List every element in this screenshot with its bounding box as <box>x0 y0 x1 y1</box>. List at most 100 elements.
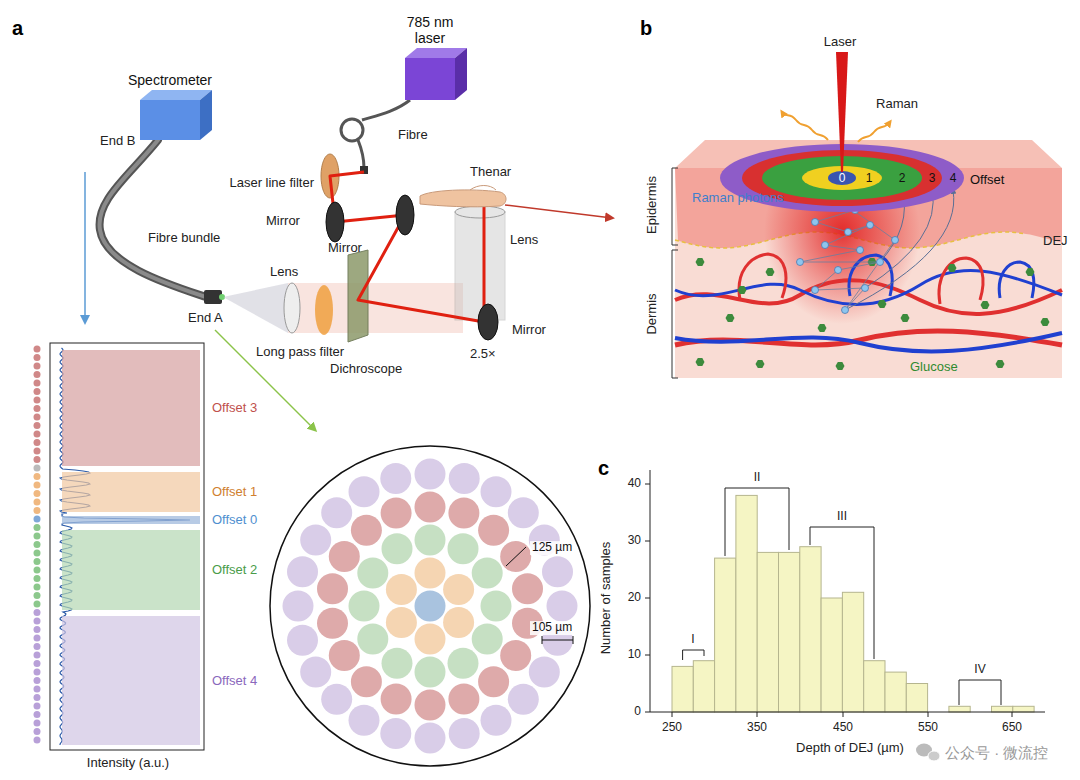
dimension-ticks <box>542 636 573 644</box>
axis-tick: 350 <box>747 721 767 735</box>
photon-path <box>845 288 865 310</box>
photon-path <box>825 225 870 245</box>
glucose-molecule <box>981 301 990 309</box>
optical-fibre <box>381 498 412 529</box>
raman-photon <box>797 259 804 266</box>
optical-fibre <box>481 476 512 507</box>
raman-wave <box>782 112 828 140</box>
fibre-dot <box>34 465 41 472</box>
axis-tick: 450 <box>833 721 853 735</box>
optical-fibre <box>357 558 388 589</box>
optical-fibre <box>415 690 446 721</box>
optical-fibre <box>449 463 480 494</box>
fibre-dot <box>34 660 41 667</box>
fibre-dot <box>34 456 41 463</box>
group-bracket <box>683 650 704 660</box>
glucose-molecule <box>696 258 705 266</box>
fibre-dot <box>34 694 41 701</box>
group-bracket <box>725 488 789 556</box>
optical-fibre <box>478 515 509 546</box>
optical-fibre <box>415 459 446 490</box>
optical-fibre <box>415 492 446 523</box>
offset-band: Offset 3 <box>62 350 200 466</box>
layer-label: DEJ <box>1043 234 1068 249</box>
optical-fibre <box>448 533 479 564</box>
optical-fibre <box>300 657 331 688</box>
fibre-dot <box>34 346 41 353</box>
fibre-dot <box>34 431 41 438</box>
watermark-icon <box>928 751 940 761</box>
histogram-bar <box>757 552 778 712</box>
pointer-arrow <box>84 172 86 322</box>
optical-fibre <box>351 666 382 697</box>
optical-fibre <box>478 666 509 697</box>
fibre-dot <box>34 414 41 421</box>
blood-vessel <box>675 333 1062 351</box>
node-heading: Spectrometer <box>128 72 212 88</box>
optical-fibre <box>448 648 479 679</box>
fibre-dot <box>34 728 41 735</box>
axis-tick: 650 <box>1002 721 1022 735</box>
glucose-molecule <box>996 360 1005 368</box>
optical-fibre <box>415 558 446 589</box>
part-label: Fibre bundle <box>148 231 220 246</box>
x-ticks <box>672 712 1012 717</box>
fibre-dot <box>34 482 41 489</box>
fibre-dot <box>34 507 41 514</box>
group-label: I <box>691 633 694 647</box>
part-label: Mirror <box>266 214 300 229</box>
fibre-dot <box>34 405 41 412</box>
axis-tick: 40 <box>628 477 641 491</box>
glucose-molecule <box>948 264 957 272</box>
capillary-loop <box>849 255 892 296</box>
fibre-dot <box>34 550 41 557</box>
histogram-bar <box>949 706 970 712</box>
optical-fibre <box>448 684 479 715</box>
mirror <box>326 202 344 242</box>
fibre-dot <box>34 541 41 548</box>
glucose-molecule <box>878 300 887 308</box>
optical-fibre <box>321 497 352 528</box>
fibre-dot <box>34 499 41 506</box>
optical-fibre <box>481 591 512 622</box>
part-label: Long pass filter <box>256 345 344 360</box>
optical-fibre <box>381 684 412 715</box>
part-label: End B <box>100 134 135 149</box>
fibre-dot <box>34 533 41 540</box>
lens <box>284 283 300 333</box>
dimension-line <box>506 547 526 566</box>
glucose-molecule <box>756 360 765 368</box>
laser-side-face <box>455 48 467 100</box>
part-label: Thenar <box>470 165 511 180</box>
optical-fibre <box>472 558 503 589</box>
optical-fibre <box>415 657 446 688</box>
panel-letter: b <box>640 17 652 40</box>
y-ticks <box>645 484 650 712</box>
histogram-bar <box>1013 706 1034 712</box>
histogram-bar <box>715 558 736 712</box>
offset-number: 0 <box>839 172 846 186</box>
fibre-dot <box>34 422 41 429</box>
optical-fibre <box>542 556 573 587</box>
capillary-loop <box>739 254 786 300</box>
axis-tick: 30 <box>628 534 641 548</box>
raman-photon <box>892 237 899 244</box>
spectrometer-top-face <box>140 90 212 100</box>
node-heading: Offset 0 <box>212 513 257 528</box>
histogram-bar <box>736 495 757 712</box>
offset-number: 4 <box>950 172 957 186</box>
offset-ring <box>828 171 856 185</box>
fibre-dot <box>34 575 41 582</box>
photon-path <box>800 262 880 263</box>
histogram-bar <box>800 547 821 712</box>
part-label: Raman <box>876 97 918 112</box>
raman-photon <box>835 267 842 274</box>
dimension-label: 105 µm <box>530 621 574 635</box>
optical-fibre <box>508 684 539 715</box>
layer-bracket <box>672 250 678 378</box>
long-pass-filter <box>315 285 333 335</box>
capillary-loop <box>939 258 983 304</box>
spectrum-frame <box>50 343 204 750</box>
optical-fibre <box>349 591 380 622</box>
